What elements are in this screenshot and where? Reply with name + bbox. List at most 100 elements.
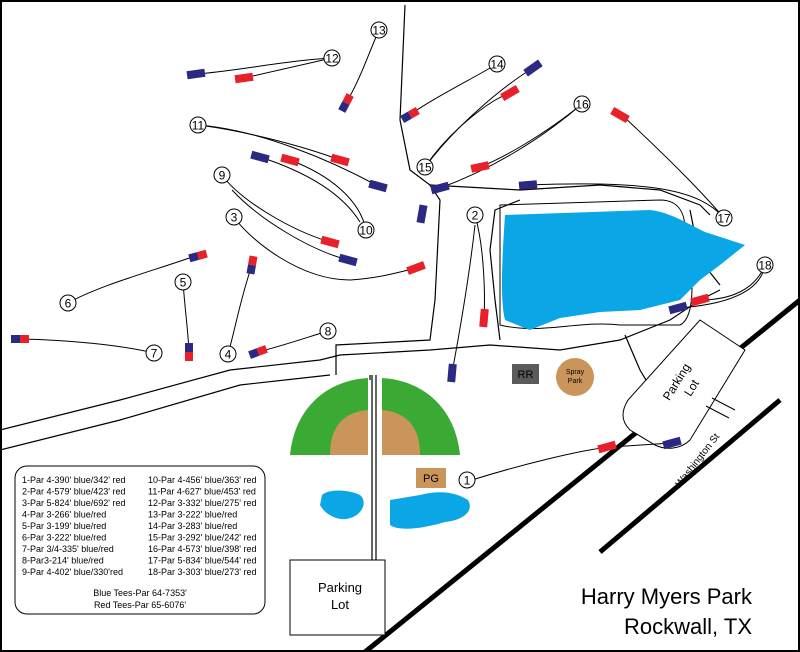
hole-marker-5: 5 bbox=[174, 273, 192, 291]
hole-circle bbox=[323, 49, 341, 67]
red-tee-marker bbox=[470, 161, 490, 173]
hole-marker-15: 15 bbox=[416, 158, 434, 176]
tee-blue-half bbox=[338, 101, 350, 113]
baseball-field-right bbox=[382, 378, 460, 455]
hole-number: 14 bbox=[490, 58, 504, 72]
hole-number: 4 bbox=[225, 348, 232, 362]
tee-red bbox=[234, 72, 254, 84]
hole-number: 8 bbox=[325, 325, 332, 339]
playground: PG bbox=[416, 468, 446, 488]
legend-left-line-7: 7-Par 3/4-335' blue/red bbox=[22, 544, 114, 554]
blue-red-tee-marker bbox=[185, 343, 193, 361]
hole-marker-6: 6 bbox=[59, 294, 77, 312]
tee-red bbox=[280, 153, 300, 167]
tee-red-half bbox=[20, 335, 29, 343]
tee-blue-half bbox=[11, 335, 20, 343]
blue-tee-marker bbox=[430, 181, 450, 195]
legend-total-red: Red Tees-Par 65-6076' bbox=[94, 600, 186, 610]
hole-number: 6 bbox=[65, 297, 72, 311]
hole-number: 9 bbox=[219, 169, 226, 183]
hole-marker-1: 1 bbox=[458, 471, 476, 489]
hole-circle bbox=[219, 345, 237, 363]
tee-blue bbox=[368, 179, 388, 193]
hole-circle bbox=[174, 273, 192, 291]
blue-tee-marker bbox=[662, 436, 682, 450]
park-title: Harry Myers Park bbox=[581, 584, 753, 609]
parking-lot-right: Parking Lot bbox=[622, 319, 746, 449]
tee-markers bbox=[11, 59, 710, 454]
legend-left-line-5: 5-Par 3-199' blue/red bbox=[22, 521, 106, 531]
tee-red-half bbox=[342, 93, 354, 105]
legend-left-column: 1-Par 4-390' blue/342' red 2-Par 4-579' b… bbox=[22, 475, 126, 577]
red-tee-marker bbox=[479, 308, 489, 328]
restroom-building: RR bbox=[512, 364, 539, 384]
pond-right bbox=[390, 492, 470, 529]
hole-marker-14: 14 bbox=[488, 55, 506, 73]
hole-number: 18 bbox=[758, 259, 772, 273]
legend-right-line-2: 11-Par 4-627' blue/453' red bbox=[148, 487, 256, 497]
hole-circle bbox=[370, 21, 388, 39]
tee-blue bbox=[518, 180, 538, 190]
hole-circle bbox=[458, 471, 476, 489]
tee-blue-half bbox=[188, 252, 200, 263]
hole-number: 12 bbox=[325, 52, 339, 66]
tee-blue bbox=[250, 150, 270, 164]
restroom-label: RR bbox=[518, 369, 534, 381]
legend-left-line-1: 1-Par 4-390' blue/342' red bbox=[22, 475, 126, 485]
parking-lot-bottom-label-2: Lot bbox=[331, 597, 349, 612]
red-tee-marker bbox=[330, 153, 350, 167]
blue-tee-marker bbox=[523, 59, 543, 77]
tee-red bbox=[330, 153, 350, 167]
hole-number: 5 bbox=[180, 276, 187, 290]
red-tee-marker bbox=[234, 72, 254, 84]
tee-red bbox=[597, 440, 617, 454]
legend-left-line-6: 6-Par 3-222' blue/red bbox=[22, 533, 106, 543]
legend-left-line-3: 3-Par 5-824' blue/692' red bbox=[22, 498, 126, 508]
red-tee-marker bbox=[500, 85, 520, 101]
hole-circle bbox=[145, 344, 163, 362]
legend-left-line-2: 2-Par 4-579' blue/423' red bbox=[22, 487, 126, 497]
legend-right-line-3: 12-Par 3-332' blue/275' red bbox=[148, 498, 257, 508]
blue-red-tee-marker bbox=[400, 107, 420, 123]
baseball-field-left bbox=[290, 378, 368, 455]
blue-tee-marker bbox=[368, 179, 388, 193]
red-tee-marker bbox=[406, 261, 426, 275]
tee-red-half bbox=[196, 249, 208, 260]
legend-left-line-9: 9-Par 4-402' blue/330'red bbox=[22, 567, 123, 577]
legend-right-line-6: 15-Par 3-292' blue/242' red bbox=[148, 533, 257, 543]
legend-total-blue: Blue Tees-Par 64-7353' bbox=[93, 588, 187, 598]
spray-park-label-2: Park bbox=[568, 378, 583, 385]
hole-circle bbox=[466, 206, 484, 224]
tee-blue bbox=[668, 301, 688, 315]
legend-left-line-4: 4-Par 3-266' blue/red bbox=[22, 510, 106, 520]
tee-red bbox=[500, 85, 520, 101]
blue-red-tee-marker bbox=[11, 335, 29, 343]
hole-marker-4: 4 bbox=[219, 345, 237, 363]
hole-circle bbox=[59, 294, 77, 312]
hole-number: 13 bbox=[372, 24, 386, 38]
tee-blue bbox=[662, 436, 682, 450]
hole-marker-7: 7 bbox=[145, 344, 163, 362]
tee-blue bbox=[430, 181, 450, 195]
hole-marker-8: 8 bbox=[319, 322, 337, 340]
tee-blue bbox=[416, 204, 428, 224]
blue-tee-marker bbox=[518, 180, 538, 190]
blue-red-tee-marker bbox=[246, 255, 258, 275]
red-tee-marker bbox=[320, 235, 340, 249]
parking-lot-bottom: Parking Lot bbox=[289, 559, 386, 636]
blue-red-tee-marker bbox=[338, 93, 354, 113]
tee-red bbox=[406, 261, 426, 275]
blue-red-tee-marker bbox=[248, 345, 268, 359]
blue-tee-marker bbox=[416, 204, 428, 224]
tee-red bbox=[479, 308, 489, 328]
tee-blue-half bbox=[400, 111, 412, 123]
blue-tee-marker bbox=[668, 301, 688, 315]
hole-marker-13: 13 bbox=[370, 21, 388, 39]
tee-blue bbox=[523, 59, 543, 77]
red-tee-marker bbox=[690, 293, 710, 307]
hole-marker-12: 12 bbox=[323, 49, 341, 67]
blue-tee-marker bbox=[338, 253, 358, 267]
